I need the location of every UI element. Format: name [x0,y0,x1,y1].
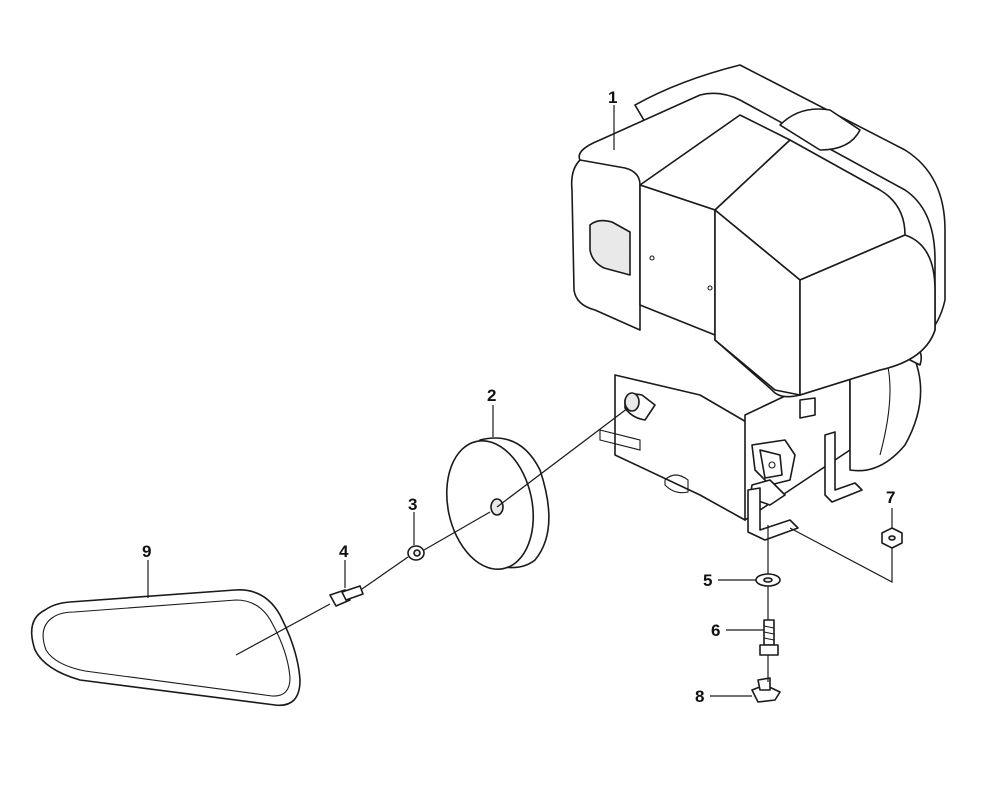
pulley[interactable] [435,433,550,578]
callout-1: 1 [608,88,617,107]
shaft-axis-3 [361,556,409,590]
screw[interactable] [759,619,779,656]
bolt[interactable] [329,585,364,607]
callout-9: 9 [142,542,151,561]
shaft-axis-4 [235,603,331,656]
callout-2: 2 [487,386,496,405]
callout-8: 8 [695,687,704,706]
clip[interactable] [751,677,781,703]
nut-axis [789,527,893,583]
washer[interactable] [407,545,425,561]
shaft-axis [496,407,629,508]
shaft-axis-2 [423,511,491,551]
engine[interactable] [570,64,946,541]
v-belt[interactable] [30,589,301,707]
hex-nut[interactable] [881,527,903,549]
leader-lines [147,105,893,697]
callout-4: 4 [339,542,349,561]
flat-washer[interactable] [755,573,781,587]
callout-6: 6 [711,621,720,640]
callout-3: 3 [408,495,417,514]
callouts: 1 2 3 4 5 6 7 8 9 [142,88,895,706]
callout-7: 7 [886,488,895,507]
callout-5: 5 [703,571,712,590]
